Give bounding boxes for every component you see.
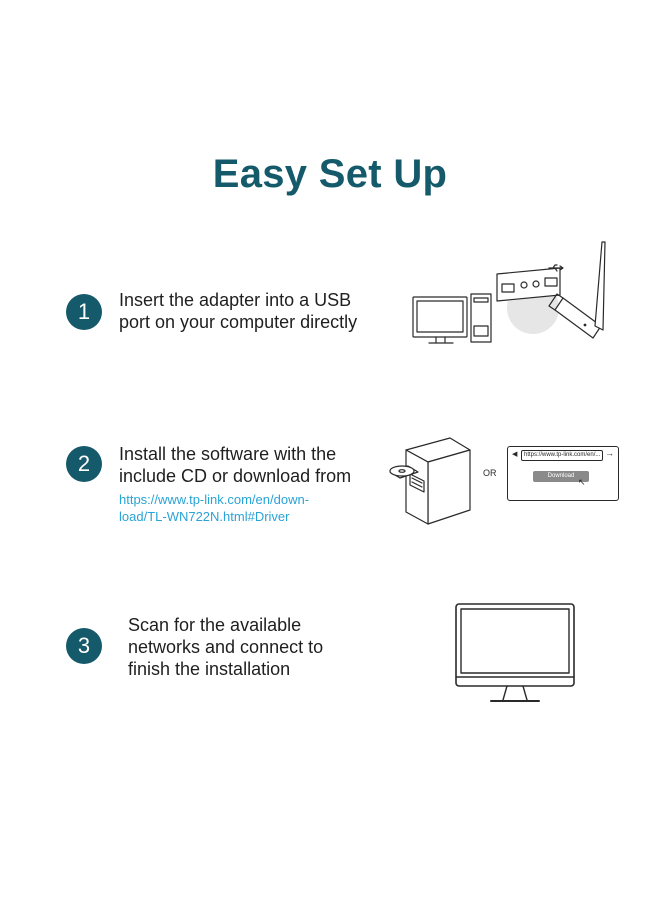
back-arrow-icon: ◀ <box>512 451 518 458</box>
step-1-text: Insert the adapter into a USB port on yo… <box>119 289 357 333</box>
step-2-line-2: include CD or download from <box>119 466 352 486</box>
browser-url: https://www.tp-link.com/en/... <box>524 452 601 458</box>
step-3-line-1: Scan for the available <box>128 615 302 635</box>
driver-link-line-2: load/TL-WN722N.html#Driver <box>119 509 290 524</box>
computer-usb-adapter-illustration <box>412 241 606 344</box>
step-1-line-2: port on your computer directly <box>119 312 358 332</box>
step-3-text: Scan for the available networks and conn… <box>128 614 323 680</box>
monitor-illustration <box>455 603 575 702</box>
step-3-badge: 3 <box>66 628 102 664</box>
browser-window: ◀ https://www.tp-link.com/en/... → Downl… <box>507 446 619 501</box>
cursor-icon: ↖ <box>578 477 586 487</box>
driver-download-link[interactable]: https://www.tp-link.com/en/down- load/TL… <box>119 491 309 525</box>
step-1-line-1: Insert the adapter into a USB <box>119 290 352 310</box>
step-2-badge: 2 <box>66 446 102 482</box>
download-button[interactable]: Download <box>533 471 589 482</box>
step-3-line-3: finish the installation <box>128 659 291 679</box>
step-3-line-2: networks and connect to <box>128 637 324 657</box>
step-2-line-1: Install the software with the <box>119 444 337 464</box>
address-bar: https://www.tp-link.com/en/... <box>521 450 603 461</box>
or-label: OR <box>483 468 497 478</box>
pc-cd-drive-illustration <box>389 437 471 525</box>
step-2-text: Install the software with the include CD… <box>119 443 351 487</box>
step-1-badge: 1 <box>66 294 102 330</box>
forward-arrow-icon: → <box>605 448 614 458</box>
driver-link-line-1: https://www.tp-link.com/en/down- <box>119 492 310 507</box>
page-title: Easy Set Up <box>212 152 448 196</box>
